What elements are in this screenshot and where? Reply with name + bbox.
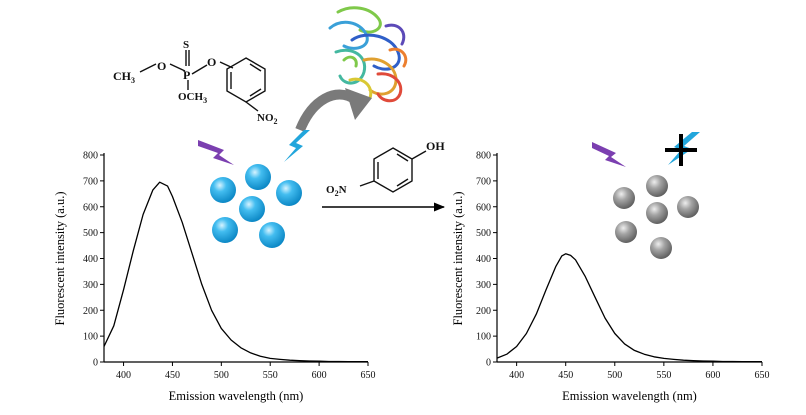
nitrophenol-structure	[359, 147, 427, 193]
quantum-dot-icon	[239, 196, 265, 222]
o2n-label: O2N	[326, 184, 347, 198]
ch3-left-label: CH3	[113, 69, 135, 85]
quantum-dot-icon	[245, 164, 271, 190]
left-spectrum-line-0	[103, 181, 368, 363]
emission-bolt-icon	[284, 130, 310, 162]
left-x-tick-label: 550	[263, 370, 278, 381]
right-y-axis-title: Fluorescent intensity (a.u.)	[451, 192, 465, 326]
quantum-dot-icon	[210, 177, 236, 203]
block-cross-icon	[665, 134, 697, 166]
chart-right: 0 100 200 300 400 500 600 700 800 400 450 500 550 600…	[451, 151, 770, 404]
chart-left: 0 100 200 300 400 500 600 700 800 400 450 500 550 600…	[53, 151, 376, 404]
left-y-tick-label: 300	[83, 280, 98, 291]
quantum-dot-icon	[212, 217, 238, 243]
excitation-bolt-icon	[198, 140, 234, 165]
right-y-tick-label: 0	[486, 358, 491, 369]
left-x-axis-title: Emission wavelength (nm)	[169, 389, 304, 403]
right-x-tick-label: 400	[509, 370, 524, 381]
o-left-label: O	[157, 59, 166, 73]
left-x-tick-label: 450	[165, 370, 180, 381]
excitation-bolt-icon	[592, 142, 626, 167]
right-y-tick-label: 200	[476, 306, 491, 317]
left-x-tick-label: 500	[214, 370, 229, 381]
left-y-tick-label: 200	[83, 306, 98, 317]
qd-cluster-fluorescent	[210, 164, 302, 248]
right-spectrum-line-0	[496, 253, 762, 363]
right-y-tick-label: 800	[476, 151, 491, 162]
quantum-dot-icon	[259, 222, 285, 248]
enzyme-protein-icon	[328, 6, 408, 103]
right-x-tick-label: 500	[607, 370, 622, 381]
quantum-dot-icon	[646, 202, 668, 224]
quantum-dot-icon	[615, 221, 637, 243]
left-y-tick-label: 100	[83, 332, 98, 343]
right-x-axis-title: Emission wavelength (nm)	[562, 389, 697, 403]
left-y-tick-label: 700	[83, 176, 98, 187]
s-atom-label: S	[183, 39, 189, 51]
right-x-tick-label: 450	[558, 370, 573, 381]
left-y-tick-label: 500	[83, 228, 98, 239]
qd-cluster-quenched	[613, 175, 699, 259]
no2-label: NO2	[257, 112, 278, 126]
quantum-dot-icon	[276, 180, 302, 206]
left-x-tick-label: 650	[361, 370, 376, 381]
right-x-tick-label: 550	[656, 370, 671, 381]
right-y-tick-label: 100	[476, 332, 491, 343]
left-y-tick-label: 0	[93, 358, 98, 369]
right-y-tick-label: 300	[476, 280, 491, 291]
right-y-tick-label: 700	[476, 176, 491, 187]
pesticide-structure	[139, 50, 266, 112]
left-y-tick-label: 400	[83, 254, 98, 265]
o-right-label: O	[207, 55, 216, 69]
right-x-tick-label: 600	[705, 370, 720, 381]
quantum-dot-icon	[613, 187, 635, 209]
och3-label: OCH3	[178, 91, 207, 105]
right-y-tick-label: 600	[476, 202, 491, 213]
right-x-tick-label: 650	[755, 370, 770, 381]
right-y-tick-label: 500	[476, 228, 491, 239]
left-x-tick-label: 600	[312, 370, 327, 381]
left-y-tick-label: 800	[83, 151, 98, 162]
quantum-dot-icon	[677, 196, 699, 218]
right-y-tick-label: 400	[476, 254, 491, 265]
oh-label: OH	[426, 139, 445, 153]
quantum-dot-icon	[646, 175, 668, 197]
quantum-dot-icon	[650, 237, 672, 259]
p-atom-label: P	[183, 68, 190, 82]
left-y-axis-title: Fluorescent intensity (a.u.)	[53, 192, 67, 326]
left-y-tick-label: 600	[83, 202, 98, 213]
reaction-curved-arrow	[295, 88, 372, 133]
left-x-tick-label: 400	[116, 370, 131, 381]
